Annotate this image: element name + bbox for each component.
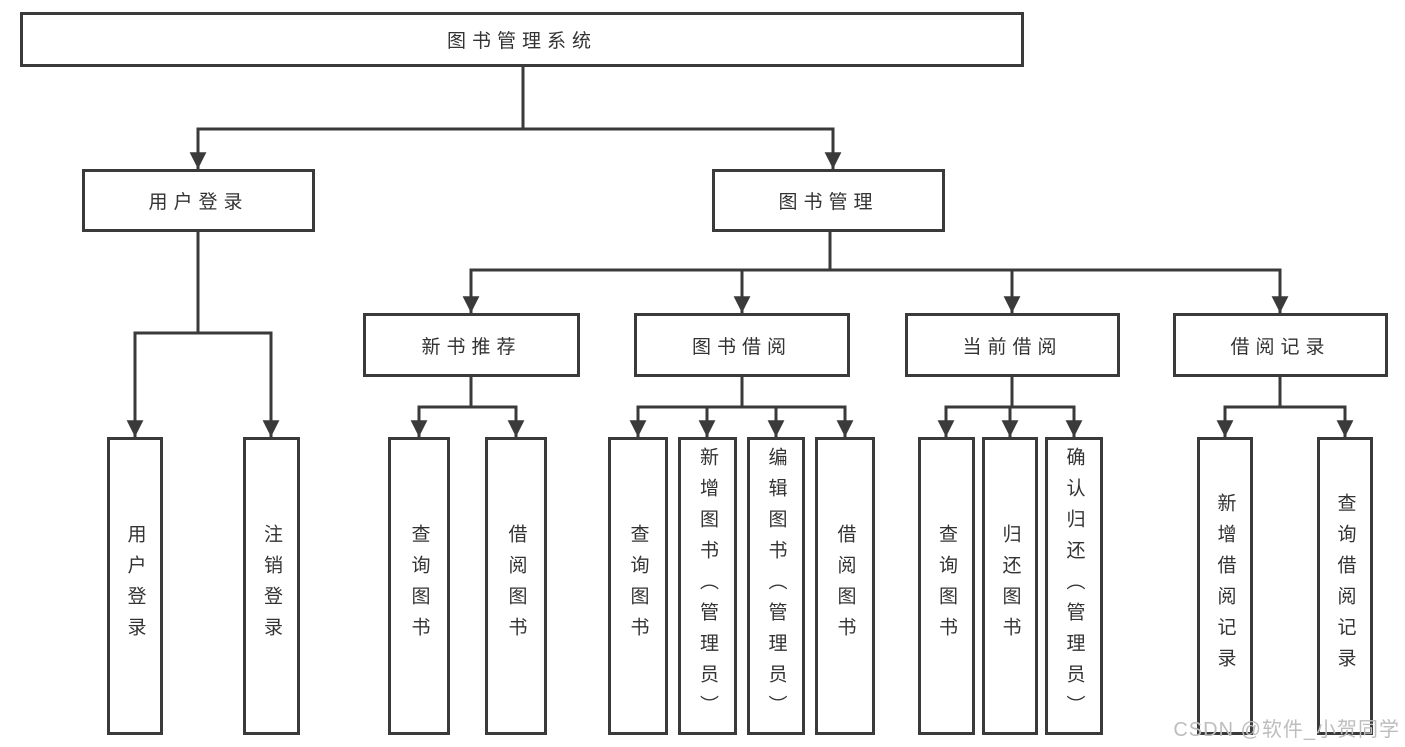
leaf-add-borrow-record: 新增借阅记录 — [1197, 437, 1253, 735]
leaf-label: 借阅图书 — [505, 524, 527, 648]
node-current-borrowing: 当前借阅 — [905, 313, 1120, 377]
leaf-query-borrow-record: 查询借阅记录 — [1317, 437, 1373, 735]
node-book-borrowing: 图书借阅 — [634, 313, 850, 377]
leaf-query-books-current: 查询图书 — [918, 437, 975, 735]
node-library-management-system: 图书管理系统 — [20, 12, 1024, 67]
leaf-borrow-books-newbooks: 借阅图书 — [485, 437, 547, 735]
leaf-return-books: 归还图书 — [982, 437, 1038, 735]
leaf-label: 新增图书（管理员） — [697, 446, 718, 726]
leaf-label: 注销登录 — [261, 524, 282, 648]
leaf-label: 借阅图书 — [834, 524, 856, 648]
leaf-borrow-books-borrowing: 借阅图书 — [815, 437, 875, 735]
node-label: 借阅记录 — [1230, 336, 1331, 358]
leaf-edit-books-admin: 编辑图书（管理员） — [747, 437, 805, 735]
node-book-management: 图书管理 — [712, 169, 945, 232]
leaf-confirm-return-admin: 确认归还（管理员） — [1045, 437, 1103, 735]
leaf-label: 归还图书 — [999, 524, 1021, 648]
leaf-query-books-borrowing: 查询图书 — [608, 437, 668, 735]
leaf-label: 用户登录 — [124, 524, 146, 648]
node-label: 用户登录 — [148, 192, 249, 213]
leaf-user-login: 用户登录 — [107, 437, 163, 735]
node-user-login: 用户登录 — [82, 169, 315, 232]
leaf-label: 编辑图书（管理员） — [765, 446, 787, 726]
leaf-label: 查询图书 — [408, 524, 430, 648]
leaf-logout: 注销登录 — [243, 437, 300, 735]
leaf-label: 查询借阅记录 — [1334, 493, 1356, 679]
leaf-label: 查询图书 — [936, 524, 957, 648]
node-label: 图书管理 — [778, 192, 879, 213]
node-label: 图书管理系统 — [446, 31, 597, 52]
leaf-add-books-admin: 新增图书（管理员） — [678, 437, 737, 735]
leaf-query-books-newbooks: 查询图书 — [388, 437, 450, 735]
node-new-book-recommendation: 新书推荐 — [363, 313, 580, 377]
node-label: 新书推荐 — [421, 336, 522, 358]
node-label: 当前借阅 — [962, 336, 1063, 358]
node-borrowing-records: 借阅记录 — [1173, 313, 1388, 377]
csdn-watermark: CSDN @软件_小贺同学 — [1173, 719, 1400, 741]
leaf-label: 新增借阅记录 — [1214, 493, 1236, 679]
leaf-label: 确认归还（管理员） — [1063, 446, 1085, 726]
leaf-label: 查询图书 — [627, 524, 649, 648]
node-label: 图书借阅 — [691, 336, 792, 358]
